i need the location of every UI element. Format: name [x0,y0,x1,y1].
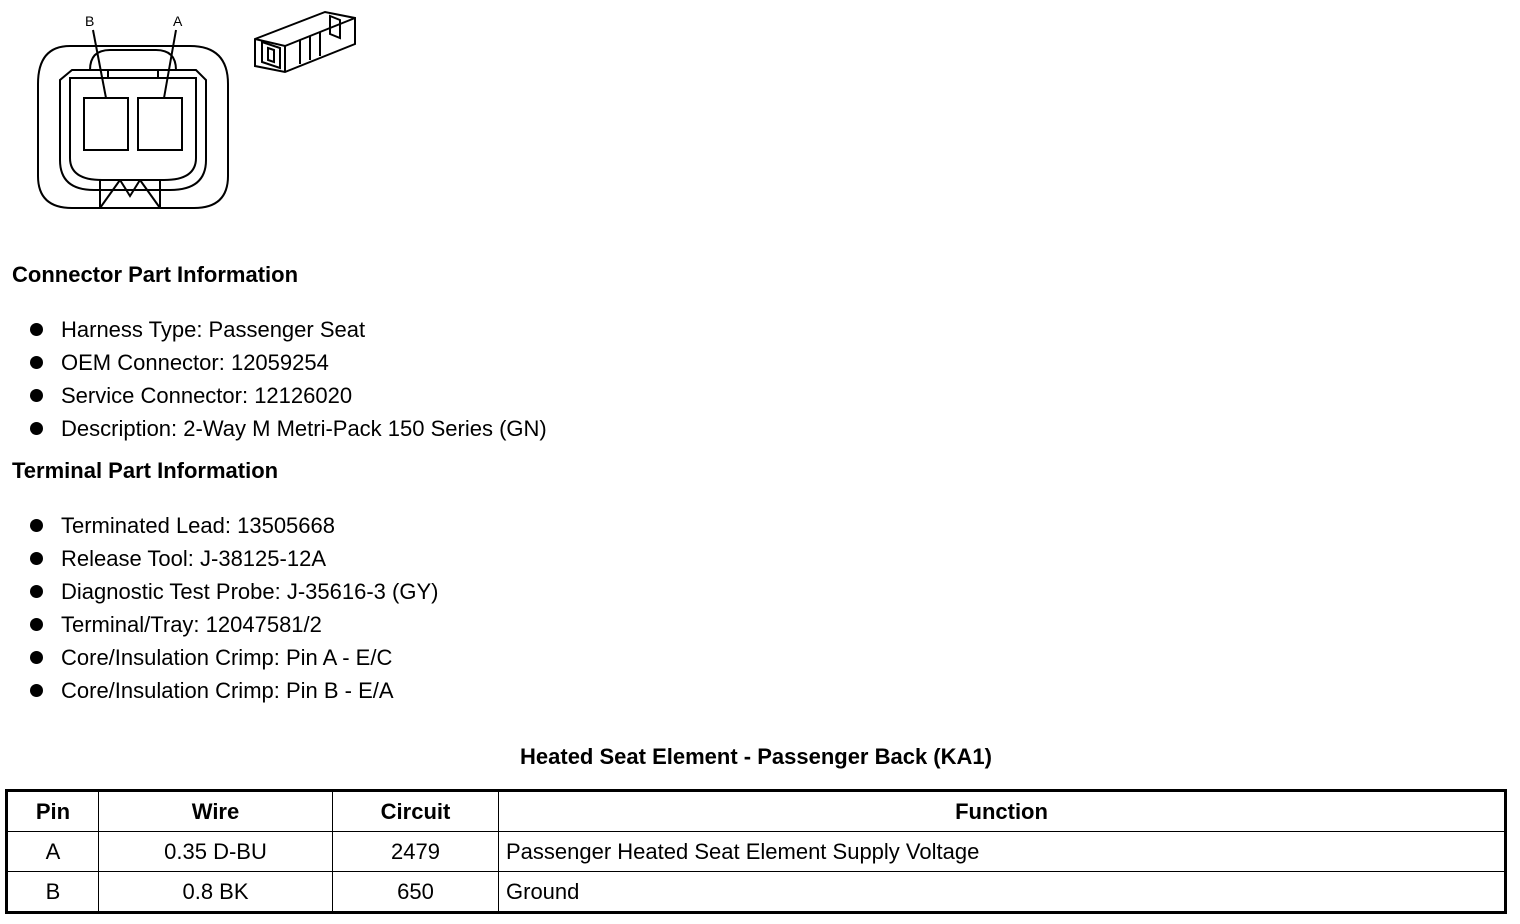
cell-circuit: 2479 [332,831,499,872]
table-title: Heated Seat Element - Passenger Back (KA… [520,744,992,769]
cell-wire: 0.35 D-BU [98,831,333,872]
cell-function: Ground [498,871,1506,913]
list-item: Diagnostic Test Probe: J-35616-3 (GY) [28,575,438,608]
table-header-row: Pin Wire Circuit Function [6,790,1506,832]
connector-part-info-heading: Connector Part Information [12,262,299,287]
cell-pin: B [6,871,99,913]
pinout-table: Pin Wire Circuit Function A 0.35 D-BU 24… [5,789,1507,914]
pin-label-a: A [173,13,183,29]
list-item: Core/Insulation Crimp: Pin B - E/A [28,674,438,707]
cell-function: Passenger Heated Seat Element Supply Vol… [498,831,1506,872]
terminal-part-info-heading: Terminal Part Information [12,458,279,483]
header-function: Function [498,790,1506,832]
list-item: Terminal/Tray: 12047581/2 [28,608,438,641]
list-item: Harness Type: Passenger Seat [28,313,547,346]
table-row: A 0.35 D-BU 2479 Passenger Heated Seat E… [6,831,1506,872]
header-circuit: Circuit [332,790,499,832]
list-item: Core/Insulation Crimp: Pin A - E/C [28,641,438,674]
list-item: Terminated Lead: 13505668 [28,509,438,542]
cell-pin: A [6,831,99,872]
cell-wire: 0.8 BK [98,871,333,913]
table-row: B 0.8 BK 650 Ground [6,871,1506,913]
list-item: Service Connector: 12126020 [28,379,547,412]
connector-part-list: Harness Type: Passenger Seat OEM Connect… [28,313,547,445]
connector-face-diagram: B A [37,13,229,209]
list-item: OEM Connector: 12059254 [28,346,547,379]
terminal-part-list: Terminated Lead: 13505668 Release Tool: … [28,509,438,707]
cell-circuit: 650 [332,871,499,913]
header-pin: Pin [6,790,99,832]
pin-label-b: B [85,13,94,29]
header-wire: Wire [98,790,333,832]
list-item: Description: 2-Way M Metri-Pack 150 Seri… [28,412,547,445]
connector-3d-diagram [254,10,356,74]
list-item: Release Tool: J-38125-12A [28,542,438,575]
